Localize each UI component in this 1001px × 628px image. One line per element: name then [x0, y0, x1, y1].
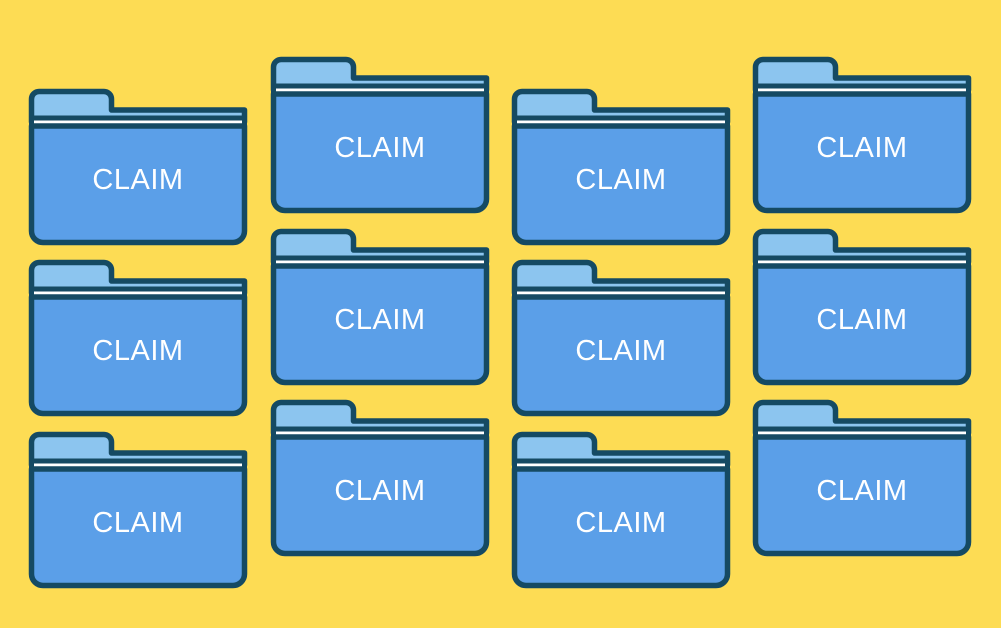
folder-body [511, 123, 731, 246]
folder-icon [511, 431, 731, 589]
folder-tab [28, 431, 248, 468]
folder-tab [28, 259, 248, 296]
folder-item-7[interactable]: CLAIM [511, 259, 731, 417]
folder-body [511, 466, 731, 589]
folder-tab [270, 399, 490, 436]
folder-icon [28, 259, 248, 417]
folder-icon [28, 88, 248, 246]
folder-icon [28, 431, 248, 589]
folder-body [28, 466, 248, 589]
folder-item-11[interactable]: CLAIM [511, 431, 731, 589]
folder-body [28, 294, 248, 417]
folder-body [270, 434, 490, 557]
folder-item-2[interactable]: CLAIM [270, 56, 490, 214]
folder-body [270, 263, 490, 386]
folder-tab [270, 228, 490, 265]
folder-icon [752, 56, 972, 214]
folder-item-5[interactable]: CLAIM [28, 259, 248, 417]
folder-tab [511, 431, 731, 468]
folder-icon [511, 259, 731, 417]
folder-body [752, 263, 972, 386]
folder-body [270, 91, 490, 214]
folder-tab [752, 399, 972, 436]
folder-tab [270, 56, 490, 93]
folder-item-10[interactable]: CLAIM [270, 399, 490, 557]
folder-item-9[interactable]: CLAIM [28, 431, 248, 589]
folder-icon [752, 228, 972, 386]
folder-tab [752, 56, 972, 93]
folder-icon [270, 228, 490, 386]
folder-tab [752, 228, 972, 265]
folder-item-4[interactable]: CLAIM [752, 56, 972, 214]
folder-tab [28, 88, 248, 125]
folder-body [752, 91, 972, 214]
folder-tab [511, 259, 731, 296]
folder-item-8[interactable]: CLAIM [752, 228, 972, 386]
folder-item-3[interactable]: CLAIM [511, 88, 731, 246]
folder-item-1[interactable]: CLAIM [28, 88, 248, 246]
folder-item-6[interactable]: CLAIM [270, 228, 490, 386]
folder-icon [270, 56, 490, 214]
folder-icon [270, 399, 490, 557]
folder-body [28, 123, 248, 246]
folder-icon [511, 88, 731, 246]
folder-icon [752, 399, 972, 557]
folder-body [511, 294, 731, 417]
folder-tab [511, 88, 731, 125]
folder-body [752, 434, 972, 557]
folder-item-12[interactable]: CLAIM [752, 399, 972, 557]
